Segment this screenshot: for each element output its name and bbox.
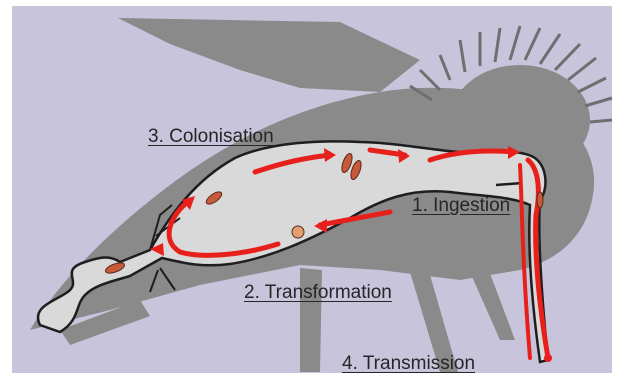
stage-label-colonisation: 3. Colonisation bbox=[148, 127, 274, 146]
stage-label-transformation: 2. Transformation bbox=[244, 283, 392, 302]
stage-label-transmission: 4. Transmission bbox=[342, 354, 475, 373]
stage-label-ingestion: 1. Ingestion bbox=[412, 196, 510, 215]
